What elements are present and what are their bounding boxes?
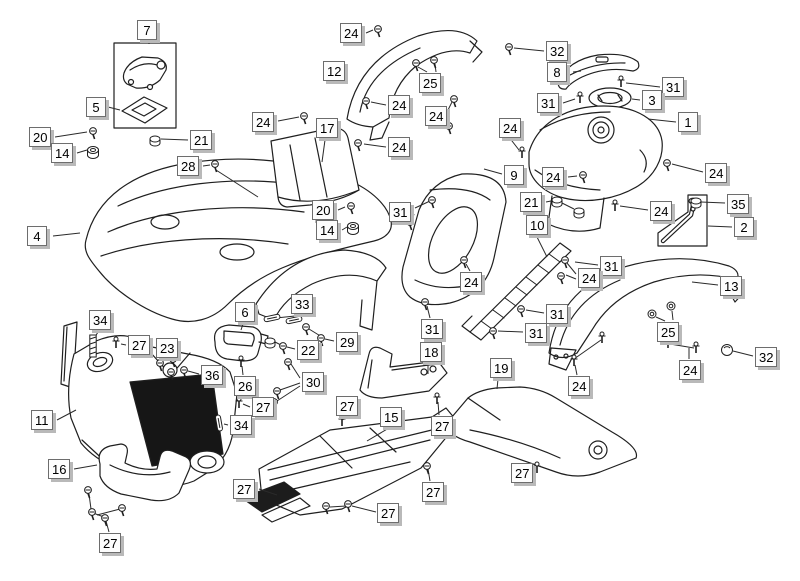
screw-fastener-icon	[505, 43, 513, 56]
part-6-storage-pod-drawing	[213, 324, 269, 362]
screw-fastener-icon	[489, 327, 497, 340]
screw-fastener-icon	[167, 368, 175, 381]
grommet-fastener-icon	[573, 207, 585, 219]
nut-fastener-icon	[666, 301, 676, 311]
part-8-handle-drawing	[557, 53, 640, 90]
clip-fastener-icon	[664, 336, 672, 348]
screw-fastener-icon	[284, 358, 292, 371]
screw-fastener-icon	[663, 159, 671, 172]
part-12-front-fender-flare-drawing	[346, 29, 483, 141]
screw-fastener-icon	[273, 387, 281, 400]
screw-fastener-icon	[362, 97, 370, 110]
grommet-fastener-icon	[149, 135, 161, 147]
screw-fastener-icon	[118, 504, 126, 517]
leader-lines-and-fasteners	[52, 25, 754, 533]
clip-fastener-icon	[533, 461, 541, 473]
screw-fastener-icon	[557, 272, 565, 285]
grommet-fastener-icon	[264, 337, 276, 349]
screw-fastener-icon	[423, 462, 431, 475]
screw-fastener-icon	[156, 359, 164, 372]
bushing-fastener-icon	[347, 222, 359, 235]
part-5-gasket-drawing	[121, 96, 168, 124]
bushing-fastener-icon	[87, 146, 99, 159]
part-19-rear-side-panel-drawing	[445, 386, 638, 477]
part-7-access-cover-drawing	[122, 56, 167, 91]
screw-fastener-icon	[279, 342, 287, 355]
part-18-inner-bracket-drawing	[359, 346, 448, 399]
screw-fastener-icon	[344, 500, 352, 513]
screw-fastener-icon	[460, 256, 468, 269]
screw-fastener-icon	[406, 218, 414, 231]
grommet-fastener-icon	[551, 196, 563, 208]
part-11-front-grille-drawing	[68, 335, 238, 487]
nut-fastener-icon	[647, 309, 657, 319]
part-15-skid-plate-drawing	[241, 407, 457, 523]
screw-fastener-icon	[84, 486, 92, 499]
clip-fastener-icon	[692, 341, 700, 353]
screw-fastener-icon	[428, 196, 436, 209]
detail-frame-box	[113, 42, 177, 129]
screw-fastener-icon	[561, 256, 569, 269]
part-10-seat-base-strip-drawing	[461, 242, 572, 341]
clip-fastener-icon	[338, 414, 346, 426]
pin-fastener-icon	[215, 414, 223, 432]
clip-fastener-icon	[598, 331, 606, 343]
screw-fastener-icon	[421, 298, 429, 311]
screw-fastener-icon	[270, 398, 278, 411]
part-13-rear-fender-flare-drawing	[548, 258, 745, 371]
screw-fastener-icon	[412, 59, 420, 72]
screw-fastener-icon	[517, 305, 525, 318]
screw-fastener-icon	[579, 171, 587, 184]
screw-fastener-icon	[302, 323, 310, 336]
clip-fastener-icon	[570, 354, 578, 366]
screw-fastener-icon	[317, 334, 325, 347]
screw-fastener-icon	[430, 56, 438, 69]
screw-fastener-icon	[354, 139, 362, 152]
part-16-bumper-cover-drawing	[98, 443, 192, 502]
clip-fastener-icon	[576, 91, 584, 103]
clip-fastener-icon	[611, 199, 619, 211]
clip-fastener-icon	[617, 75, 625, 87]
screw-fastener-icon	[88, 508, 96, 521]
screw-fastener-icon	[374, 25, 382, 38]
clip-fastener-icon	[237, 355, 245, 367]
screw-fastener-icon	[300, 112, 308, 125]
pin-fastener-icon	[263, 313, 281, 323]
screw-fastener-icon	[347, 202, 355, 215]
screw-fastener-icon	[89, 127, 97, 140]
screw-fastener-icon	[180, 366, 188, 379]
clip-fastener-icon	[518, 146, 526, 158]
part-9-side-panel-drawing	[401, 173, 507, 306]
clip-fastener-icon	[433, 392, 441, 404]
part-3-fuel-cap-ring-drawing	[588, 87, 632, 109]
cap-fastener-icon	[721, 344, 733, 356]
clip-fastener-icon	[235, 396, 243, 408]
screw-fastener-icon	[445, 122, 453, 135]
screw-fastener-icon	[211, 160, 219, 173]
screw-fastener-icon	[322, 502, 330, 515]
screw-fastener-icon	[450, 95, 458, 108]
screw-fastener-icon	[101, 514, 109, 527]
clip-fastener-icon	[112, 336, 120, 348]
grommet-fastener-icon	[690, 197, 702, 209]
part-1-tank-cover-drawing	[528, 105, 663, 232]
part-2-support-rod-drawing	[657, 194, 708, 247]
part-17-front-panel-drawing	[270, 127, 360, 208]
spring-fastener-icon	[89, 334, 97, 358]
pin-fastener-icon	[285, 315, 303, 325]
